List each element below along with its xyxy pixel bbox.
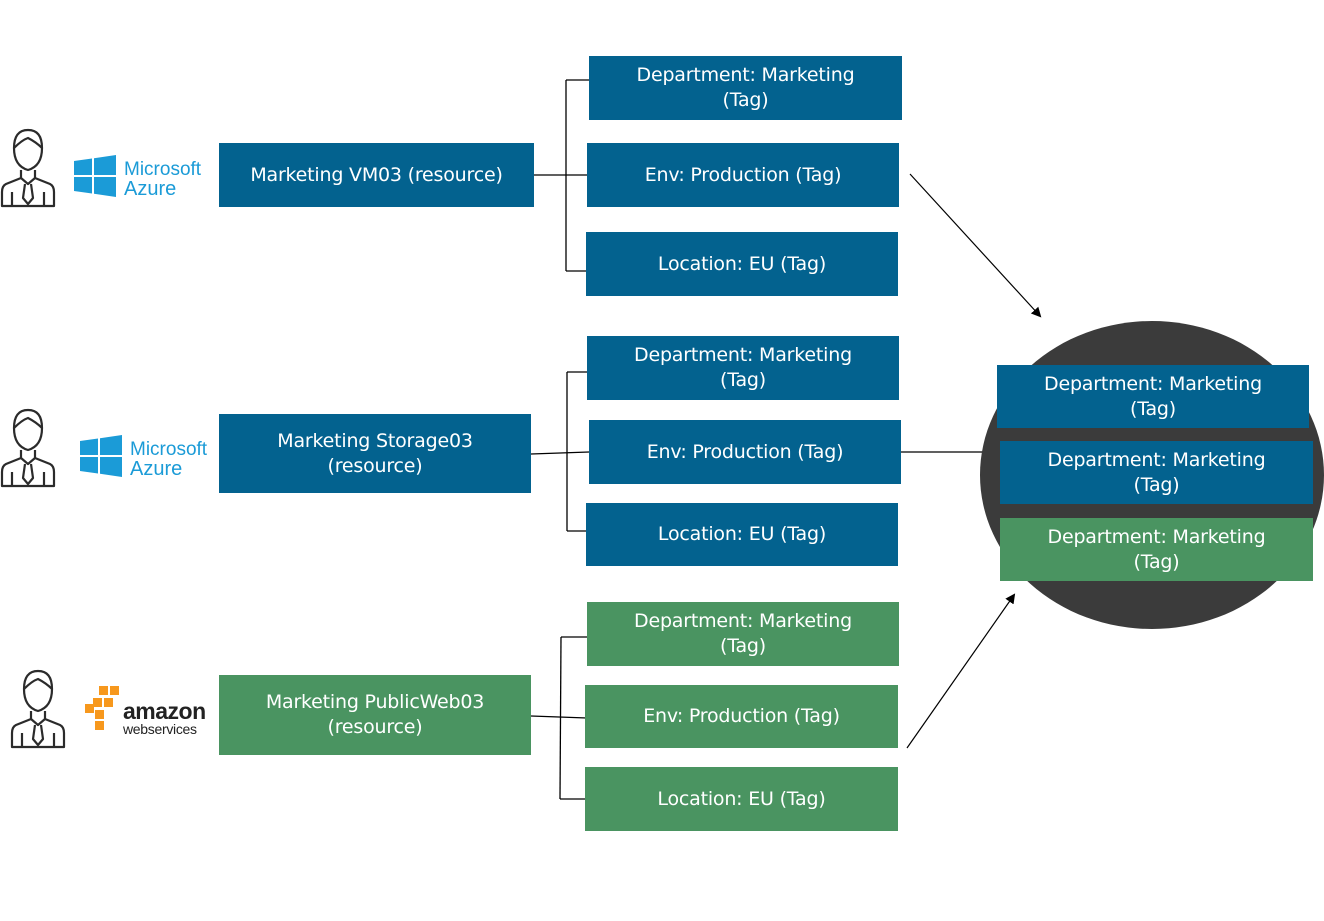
tag-box-department[interactable]: Department: Marketing (Tag) bbox=[587, 336, 899, 400]
tag-label-line-2: (Tag) bbox=[1133, 473, 1180, 496]
tag-box-department[interactable]: Department: Marketing (Tag) bbox=[589, 56, 902, 120]
tag-label-line-2: (Tag) bbox=[720, 635, 766, 657]
logo-line-1: Microsoft bbox=[130, 439, 208, 460]
windows-icon bbox=[80, 435, 122, 477]
tag-label-line-1: Department: Marketing bbox=[1047, 525, 1266, 548]
tag-box-location[interactable]: Location: EU (Tag) bbox=[586, 503, 898, 566]
windows-icon bbox=[74, 155, 116, 197]
tag-box-env[interactable]: Env: Production (Tag) bbox=[585, 685, 898, 748]
logo-line-2: Azure bbox=[124, 178, 177, 200]
tag-label-line-1: Location: EU (Tag) bbox=[657, 787, 826, 810]
bracket-row-1 bbox=[534, 79, 589, 272]
resource-box[interactable]: Marketing VM03 (resource) bbox=[219, 143, 534, 207]
person-icon bbox=[0, 128, 56, 208]
person-icon bbox=[0, 408, 56, 488]
resource-label-line-1: Marketing VM03 (resource) bbox=[250, 163, 503, 186]
arrow-row-1 bbox=[909, 173, 1042, 318]
microsoft-azure-logo: Microsoft Azure bbox=[74, 155, 201, 201]
tag-label-line-1: Location: EU (Tag) bbox=[657, 252, 827, 275]
resource-box[interactable]: Marketing PublicWeb03 (resource) bbox=[219, 675, 531, 755]
arrow-row-3 bbox=[906, 593, 1016, 749]
aggregate-tag-box[interactable]: Department: Marketing (Tag) bbox=[1000, 441, 1313, 504]
tag-label-line-2: (Tag) bbox=[722, 89, 769, 111]
amazon-web-services-logo: amazon webservices bbox=[85, 684, 206, 736]
tag-box-location[interactable]: Location: EU (Tag) bbox=[585, 767, 898, 831]
tag-label-line-1: Department: Marketing bbox=[636, 64, 855, 86]
tag-box-location[interactable]: Location: EU (Tag) bbox=[586, 232, 898, 296]
tag-box-env[interactable]: Env: Production (Tag) bbox=[589, 420, 901, 484]
resource-label-line-1: Marketing PublicWeb03 bbox=[265, 691, 485, 713]
aggregate-tag-box[interactable]: Department: Marketing (Tag) bbox=[1000, 518, 1313, 581]
tag-label-line-2: (Tag) bbox=[720, 369, 766, 391]
tag-label-line-1: Env: Production (Tag) bbox=[643, 705, 840, 727]
tag-label-line-1: Location: EU (Tag) bbox=[657, 523, 827, 545]
tag-box-env[interactable]: Env: Production (Tag) bbox=[587, 143, 899, 207]
tag-label-line-1: Department: Marketing bbox=[1044, 372, 1262, 395]
tag-label-line-1: Env: Production (Tag) bbox=[646, 440, 844, 463]
resource-label-line-2: (resource) bbox=[327, 454, 423, 477]
tag-label-line-1: Department: Marketing bbox=[1047, 448, 1266, 471]
tag-label-line-2: (Tag) bbox=[1133, 550, 1180, 573]
bracket-row-2 bbox=[530, 371, 590, 532]
tag-label-line-1: Env: Production (Tag) bbox=[644, 163, 842, 186]
logo-line-1: amazon bbox=[123, 698, 206, 724]
tag-label-line-1: Department: Marketing bbox=[634, 610, 852, 632]
logo-line-1: Microsoft bbox=[124, 159, 202, 180]
microsoft-azure-logo: Microsoft Azure bbox=[80, 435, 207, 481]
tag-box-department[interactable]: Department: Marketing (Tag) bbox=[587, 602, 899, 666]
resource-box[interactable]: Marketing Storage03 (resource) bbox=[219, 414, 531, 493]
resource-label-line-1: Marketing Storage03 bbox=[277, 429, 473, 452]
aggregate-tag-box[interactable]: Department: Marketing (Tag) bbox=[997, 365, 1309, 428]
person-icon bbox=[10, 669, 66, 749]
aws-cubes-icon bbox=[85, 686, 119, 730]
logo-line-2: Azure bbox=[130, 458, 183, 480]
resource-label-line-2: (resource) bbox=[327, 716, 423, 738]
tag-label-line-1: Department: Marketing bbox=[634, 344, 852, 366]
logo-line-2: webservices bbox=[123, 721, 197, 737]
tag-label-line-2: (Tag) bbox=[1130, 397, 1176, 420]
bracket-row-3 bbox=[530, 636, 588, 800]
